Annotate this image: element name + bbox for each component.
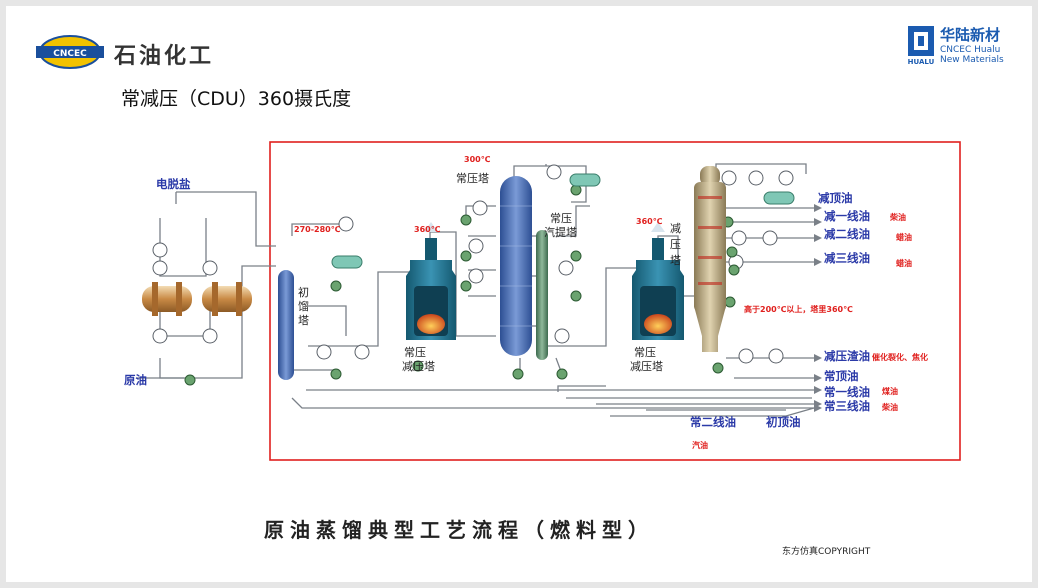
label-vac-line1: 减一线油: [824, 209, 870, 223]
pre-flash-label-2: 馏: [298, 299, 309, 313]
anno-gasoline: 汽油: [692, 440, 708, 450]
hualu-en2: New Materials: [940, 55, 1004, 65]
temp-atm-top: 300℃: [464, 155, 491, 164]
copyright-text: 东方仿真COPYRIGHT: [782, 547, 871, 557]
desalter-right: [202, 282, 252, 316]
hualu-en1: CNCEC Hualu: [940, 45, 1000, 55]
anno-diesel-2: 柴油: [881, 402, 898, 412]
hualu-mark: HUALU: [908, 58, 935, 66]
label-atm-line1: 常一线油: [824, 385, 870, 399]
product-arrows: [814, 204, 822, 412]
process-flow-diagram: 电脱盐 原油 初 馏 塔 常压 减压塔 常压塔 常压 汽提塔 常压 减压塔 减 …: [124, 141, 961, 461]
label-vac-line2: 减二线油: [824, 227, 870, 241]
anno-kerosene: 煤油: [882, 386, 898, 396]
vac-tower-label-1: 减: [670, 222, 681, 235]
stripper-label-2: 汽提塔: [544, 225, 577, 239]
diagram-caption: 原油蒸馏典型工艺流程（燃料型）: [264, 518, 654, 542]
cncec-logo-text: CNCEC: [53, 49, 87, 59]
stripper-label-1: 常压: [550, 212, 572, 225]
slide: CNCEC 石油化工 HUALU 华陆新材 CNCEC Hualu New Ma…: [6, 6, 1032, 582]
label-vac-top: 减顶油: [818, 191, 853, 205]
vacuum-tower: [694, 166, 726, 352]
pre-flash-label-1: 初: [298, 285, 309, 299]
label-atm-line2: 常二线油: [690, 415, 736, 429]
hualu-logo: HUALU 华陆新材 CNCEC Hualu New Materials: [908, 26, 1004, 66]
crude-label: 原油: [124, 373, 147, 387]
atmospheric-stripper: [536, 230, 548, 360]
vac-tower-label-2: 压: [670, 238, 681, 251]
anno-wax-oil-2: 蜡油: [896, 258, 912, 268]
atm-furnace-label-2: 减压塔: [402, 360, 435, 373]
vac-tower-label-3: 塔: [670, 254, 681, 267]
hualu-cn: 华陆新材: [940, 26, 1000, 44]
temp-pre-flash: 270-280℃: [294, 225, 341, 234]
atm-tower-label: 常压塔: [456, 172, 489, 185]
anno-residue-use: 催化裂化、焦化: [872, 352, 928, 362]
heat-exchangers: [152, 164, 794, 364]
temp-furnace2: 360℃: [636, 217, 663, 226]
temp-furnace1: 360℃: [414, 225, 441, 234]
highlight-frame: [269, 141, 961, 461]
pre-flash-label-3: 塔: [298, 314, 309, 327]
vac-furnace-label-1: 常压: [634, 346, 656, 359]
company-name: 石油化工: [114, 43, 215, 69]
anno-wax-oil-1: 蜡油: [896, 232, 912, 242]
cncec-logo: CNCEC: [36, 35, 104, 69]
pre-flash-tower: [278, 270, 294, 380]
label-vac-residue: 减压渣油: [824, 349, 870, 363]
atmospheric-furnace: [406, 222, 456, 340]
label-atm-top: 常顶油: [824, 369, 859, 383]
desalter-label: 电脱盐: [156, 177, 191, 191]
label-pre-top: 初顶油: [766, 415, 801, 429]
vac-note: 高于200℃以上，塔里360℃: [744, 304, 853, 314]
atmospheric-tower: [500, 176, 532, 356]
vacuum-furnace: [632, 222, 684, 340]
desalter-left: [142, 282, 192, 316]
label-vac-line3: 减三线油: [824, 251, 870, 265]
vac-furnace-label-2: 减压塔: [630, 360, 663, 373]
atm-furnace-label-1: 常压: [404, 346, 426, 359]
anno-diesel: 柴油: [889, 212, 906, 222]
slide-title: 常减压（CDU）360摄氏度: [121, 88, 352, 110]
label-atm-line3: 常三线油: [824, 399, 870, 413]
reflux-drums: [331, 173, 795, 269]
